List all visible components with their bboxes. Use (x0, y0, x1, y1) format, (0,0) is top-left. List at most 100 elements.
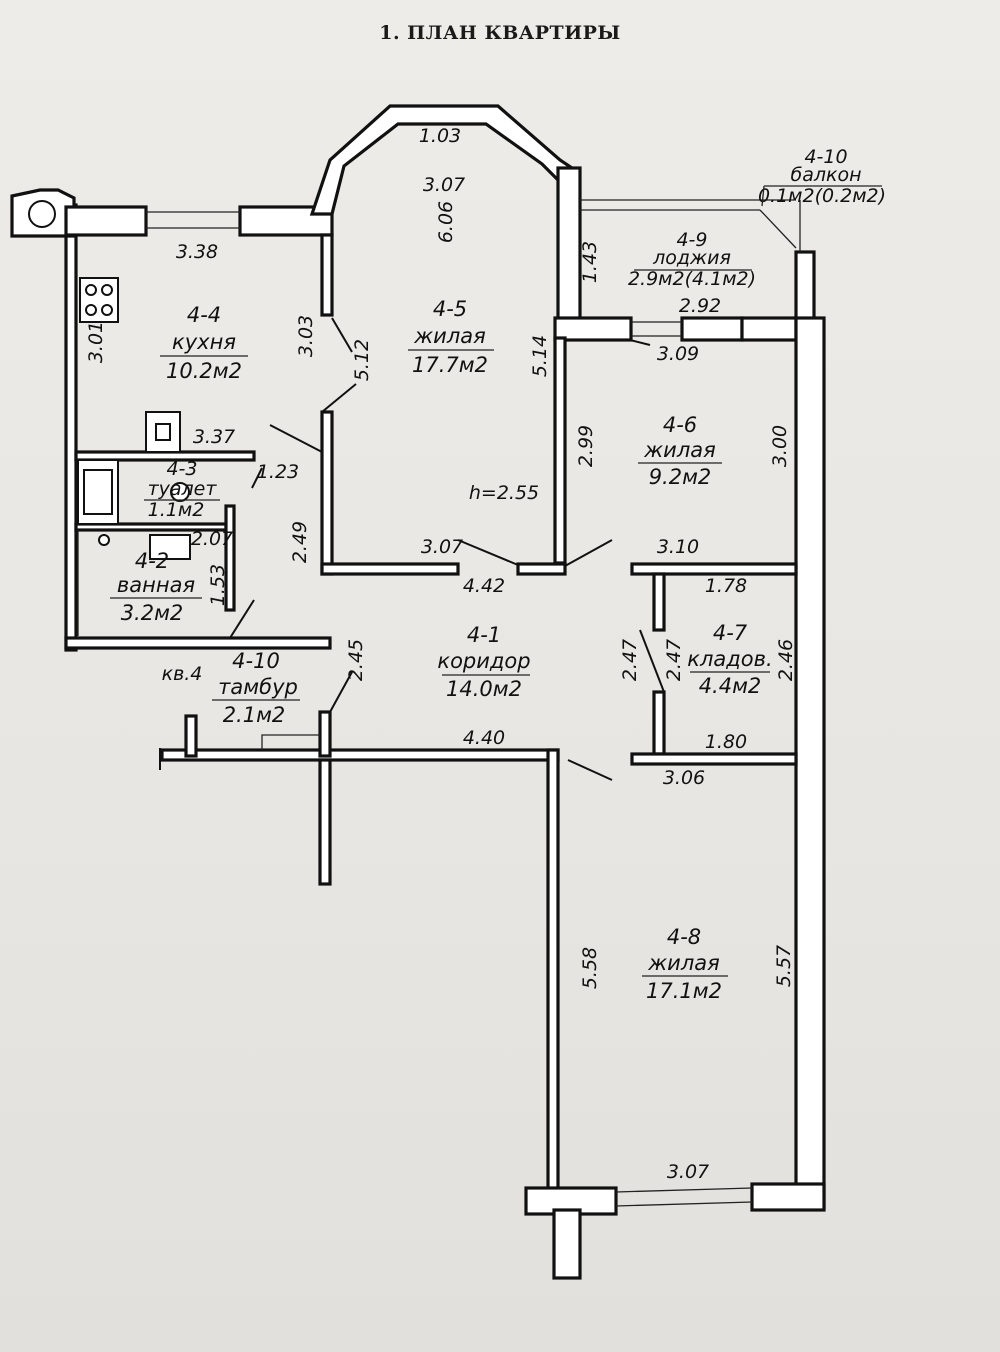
dim-180: 1.80 (705, 731, 747, 753)
dim-301: 3.01 (85, 321, 107, 363)
dim-309: 3.09 (657, 343, 699, 365)
wall-right-outer (794, 316, 826, 1210)
door-48 (567, 759, 613, 781)
wall-48-bottom-right (750, 1182, 826, 1212)
dim-303: 3.03 (295, 315, 317, 357)
room-46-area: 9.2м2 (649, 465, 712, 489)
dim-306: 3.06 (663, 767, 705, 789)
dim-247a: 2.47 (619, 639, 641, 681)
wall-47-left-lower (652, 690, 666, 756)
wall-bath-right (224, 504, 236, 612)
room-410t-name: тамбур (218, 675, 298, 699)
wall-bay (309, 104, 582, 216)
page-title: 1. ПЛАН КВАРТИРЫ (379, 22, 621, 44)
door-storeroom (639, 629, 665, 693)
room-41-area: 14.0м2 (446, 677, 522, 701)
dim-606: 6.06 (435, 201, 457, 243)
door-45-window (331, 317, 353, 353)
room-410b-name: балкон (790, 164, 861, 186)
stove (79, 277, 119, 323)
room-46-name: жилая (643, 438, 716, 462)
wall-47-bottom (630, 752, 798, 766)
room-45-area: 17.7м2 (412, 353, 488, 377)
door-kitchen (269, 424, 323, 453)
fixtures (77, 277, 191, 636)
room-43-area: 1.1м2 (148, 499, 205, 521)
dim-307b: 3.07 (421, 536, 463, 558)
wall-47-left-upper (652, 572, 666, 632)
dim-514: 5.14 (529, 335, 551, 377)
wall-kitchen-bottom (74, 450, 256, 462)
toilet-inner (83, 469, 113, 515)
wall-loggia-bottom-mid (680, 316, 744, 342)
wall-bath-bottom (64, 636, 332, 650)
room-48-area: 17.1м2 (646, 979, 722, 1003)
room-410b-number: 4-10 (804, 146, 847, 168)
burner-2 (101, 284, 113, 296)
apartment-label: кв.4 (162, 663, 203, 685)
dim-249: 2.49 (289, 521, 311, 563)
door-loggia (629, 339, 651, 346)
dim-292: 2.92 (679, 295, 721, 317)
bath-drain (98, 534, 110, 546)
door-46-bottom (564, 539, 613, 567)
room-44-area: 10.2м2 (166, 359, 242, 383)
wall-45-right (556, 166, 582, 340)
burner-3 (85, 304, 97, 316)
room-45-number: 4-5 (433, 297, 467, 321)
dim-558: 5.58 (579, 947, 601, 989)
dim-245: 2.45 (345, 639, 367, 681)
wall-46-left (553, 336, 567, 565)
burner-4 (101, 304, 113, 316)
room-47-area: 4.4м2 (699, 674, 762, 698)
dim-310: 3.10 (657, 536, 699, 558)
dim-338: 3.38 (176, 241, 218, 263)
door-bath (229, 599, 255, 639)
room-49-area: 2.9м2(4.1м2) (628, 268, 756, 290)
door-45-bottom (457, 539, 519, 566)
wall-tambur-right-upper (318, 710, 332, 758)
door-tambur-step (261, 734, 320, 750)
dim-143: 1.43 (579, 241, 601, 283)
door-45-left (321, 383, 357, 413)
room-41-number: 4-1 (467, 623, 501, 647)
wall-loggia-bottom-left (553, 316, 633, 342)
room-48-name: жилая (647, 951, 720, 975)
dim-307a: 3.07 (423, 174, 465, 196)
wall-45-bottom-left (320, 562, 460, 576)
room-410t-area: 2.1м2 (223, 703, 286, 727)
dim-300: 3.00 (769, 425, 791, 467)
room-46-number: 4-6 (663, 413, 697, 437)
wall-45-left-lower (320, 410, 334, 576)
dim-103: 1.03 (419, 125, 461, 147)
room-49-number: 4-9 (676, 229, 707, 251)
dim-442: 4.42 (463, 575, 505, 597)
kitchen-sink-bowl (155, 423, 171, 441)
room-49-name: лоджия (652, 247, 731, 269)
room-48-number: 4-8 (667, 925, 701, 949)
wall-corridor-bottom (160, 748, 560, 762)
room-41-name: коридор (437, 649, 530, 673)
burner-1 (85, 284, 97, 296)
wall-45-bottom-right (516, 562, 567, 576)
wall-tambur-left (184, 714, 198, 758)
room-42-name: ванная (117, 573, 195, 597)
room-410t-number: 4-10 (232, 649, 280, 673)
dim-557: 5.57 (773, 945, 795, 987)
balcony-edge (759, 209, 797, 249)
dim-207: 2.07 (191, 528, 233, 550)
dim-337: 3.37 (193, 426, 235, 448)
window-48-b (615, 1201, 753, 1207)
wall-48-pier (552, 1208, 582, 1280)
dim-512: 5.12 (351, 339, 373, 381)
dim-178: 1.78 (705, 575, 747, 597)
room-47-name: кладов. (687, 647, 772, 671)
wall-48-left (546, 748, 560, 1192)
room-44-number: 4-4 (187, 303, 221, 327)
door-toilet (251, 467, 263, 489)
room-43-number: 4-3 (166, 458, 197, 480)
wall-kitchen-left (64, 203, 78, 652)
room-47-number: 4-7 (713, 621, 748, 645)
dim-153: 1.53 (207, 564, 229, 606)
